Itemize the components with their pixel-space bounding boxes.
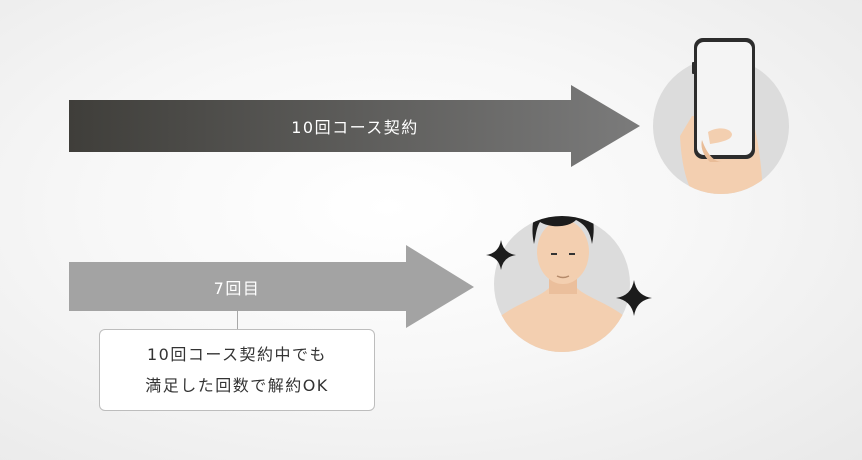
contract-arrow-label: 10回コース契約 xyxy=(291,118,419,137)
sparkle-icon xyxy=(486,240,516,270)
note-box: 10回コース契約中でも 満足した回数で解約OK xyxy=(99,329,375,411)
seventh-session-arrow xyxy=(69,245,474,328)
sparkle-icon xyxy=(616,280,652,316)
note-line-2: 満足した回数で解約OK xyxy=(145,376,329,395)
smiling-man-icon xyxy=(494,216,630,352)
seventh-session-label: 7回目 xyxy=(213,279,261,298)
note-connector xyxy=(237,311,238,329)
smartphone-in-hand-icon xyxy=(653,38,789,194)
note-line-1: 10回コース契約中でも xyxy=(146,345,328,364)
